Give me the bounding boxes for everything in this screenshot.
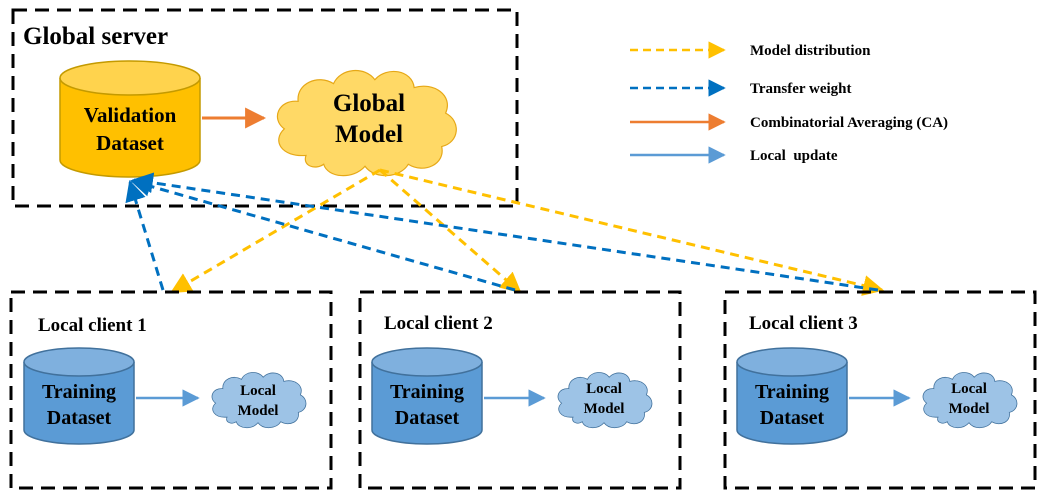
global-model-label-line1: Global	[333, 90, 405, 117]
legend-model-distribution-label: Model distribution	[750, 43, 871, 59]
training-label-3-line2: Dataset	[760, 407, 825, 429]
training-label-1-line2: Dataset	[47, 407, 112, 429]
legend-transfer-weight-label: Transfer weight	[750, 81, 852, 97]
legend-local-update-label: Local update	[750, 148, 838, 164]
local-model-cloud-1: Local Model	[211, 372, 307, 429]
transfer-arrow-client-2	[129, 176, 516, 292]
local-model-cloud-3: Local Model	[922, 372, 1018, 429]
local-client-1-title: Local client 1	[38, 315, 147, 336]
legend: Model distribution Transfer weight Combi…	[630, 41, 948, 164]
local-model-1-line2: Model	[238, 403, 279, 419]
local-client-1: Local client 1 Training Dataset Local Mo…	[9, 290, 333, 490]
transfer-arrow-client-3	[131, 172, 879, 292]
local-client-1-box	[9, 290, 333, 490]
validation-label-line1: Validation	[84, 103, 177, 127]
local-model-2-line1: Local	[586, 381, 622, 397]
training-label-2-line1: Training	[390, 381, 464, 403]
local-client-3: Local client 3 Training Dataset Local Mo…	[723, 290, 1037, 490]
global-model-label-line2: Model	[335, 121, 403, 148]
training-label-2-line2: Dataset	[395, 407, 460, 429]
training-dataset-cylinder-2: Training Dataset	[371, 347, 483, 445]
training-label-3-line1: Training	[755, 381, 829, 403]
validation-dataset-cylinder: Validation Dataset	[59, 60, 201, 178]
distribution-arrow-client-2	[379, 168, 522, 294]
local-model-cloud-2: Local Model	[557, 372, 653, 429]
local-client-2-box	[358, 290, 682, 490]
distribution-arrow-client-3	[379, 168, 885, 296]
training-dataset-cylinder-3: Training Dataset	[736, 347, 848, 445]
local-client-2: Local client 2 Training Dataset Local Mo…	[358, 290, 682, 490]
global-model-cloud: Global Model	[276, 69, 457, 177]
transfer-arrow-client-1	[125, 179, 165, 291]
local-client-2-title: Local client 2	[384, 313, 493, 334]
local-client-3-box	[723, 290, 1037, 490]
global-server-title: Global server	[23, 23, 168, 50]
local-model-3-line1: Local	[951, 381, 987, 397]
validation-label-line2: Dataset	[96, 131, 164, 155]
distribution-arrow-client-1	[170, 168, 381, 294]
global-server-box	[11, 8, 519, 208]
local-model-2-line2: Model	[584, 401, 625, 417]
training-label-1-line1: Training	[42, 381, 116, 403]
local-client-3-title: Local client 3	[749, 313, 858, 334]
training-dataset-cylinder-1: Training Dataset	[23, 347, 135, 445]
legend-ca-label: Combinatorial Averaging (CA)	[750, 115, 948, 131]
local-model-1-line1: Local	[240, 383, 276, 399]
local-model-3-line2: Model	[949, 401, 990, 417]
